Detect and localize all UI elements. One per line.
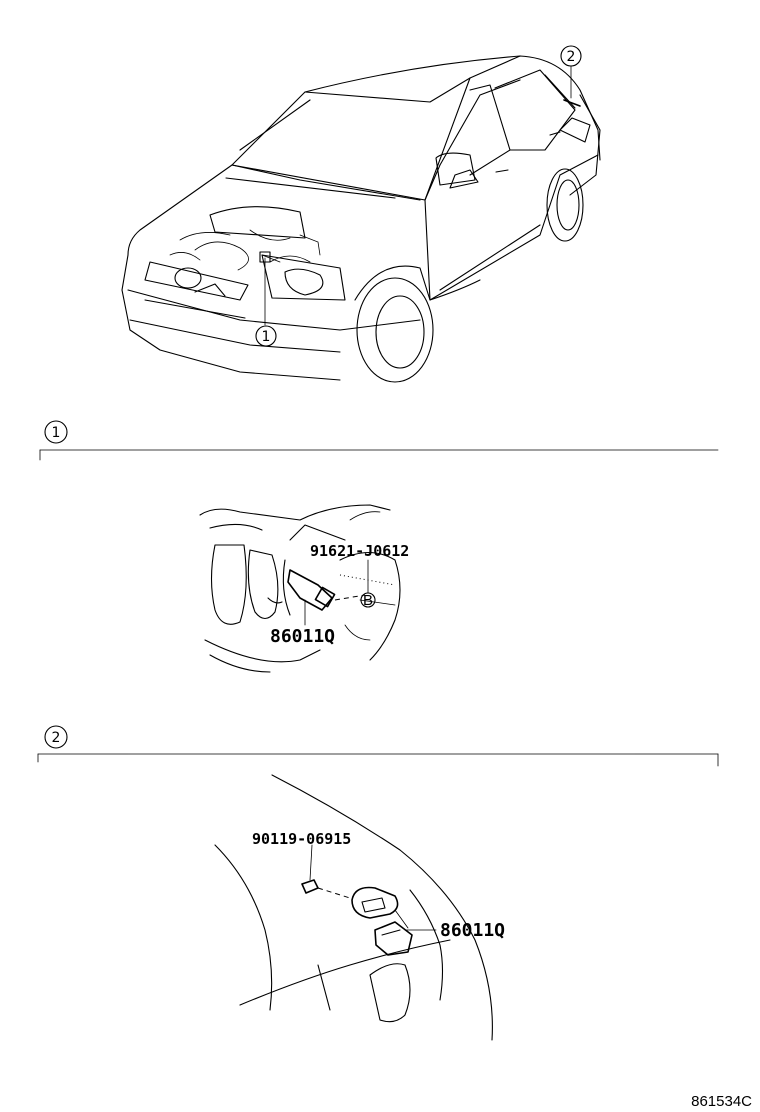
part-label-86011Q-2: 86011Q xyxy=(440,920,505,941)
figure-code: 861534C xyxy=(691,1093,752,1110)
section-2-number: 2 xyxy=(52,730,61,746)
section-2-header xyxy=(37,725,719,767)
section-1-detail: B xyxy=(199,504,401,673)
section-1-header xyxy=(39,420,719,461)
part-label-90119-06915: 90119-06915 xyxy=(252,830,351,848)
part-label-91621-J0612: 91621-J0612 xyxy=(310,542,409,560)
callout-1-car: 1 xyxy=(262,329,271,345)
car-overview xyxy=(121,45,601,383)
section-2-detail xyxy=(214,774,493,1041)
callout-2-car: 2 xyxy=(567,49,576,65)
section-1-number: 1 xyxy=(52,425,61,441)
part-label-86011Q-1: 86011Q xyxy=(270,626,335,647)
bolt-marker-b: B xyxy=(363,592,373,609)
